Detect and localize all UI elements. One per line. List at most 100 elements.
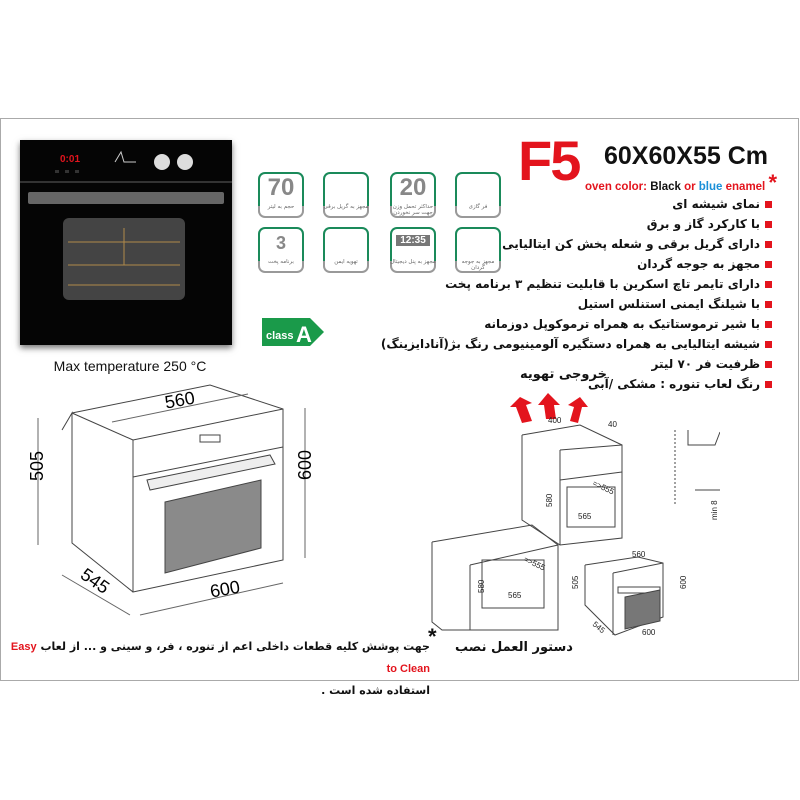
- feature-item: با شیلنگ ایمنی استنلس استیل: [381, 294, 772, 314]
- rotisserie-icon: مجهز به جوجه گردان: [455, 227, 501, 273]
- feature-text: با شیر ترموستاتیک به همراه ترموکوپل دوزم…: [484, 317, 760, 331]
- icon-value: 70: [267, 174, 295, 201]
- color-or: or: [684, 181, 696, 193]
- programs-3-icon: 3 برنامه پخت: [258, 227, 304, 273]
- vent-label: خروجی تهویه: [520, 367, 607, 382]
- knob: [154, 154, 170, 170]
- installation-title: دستور العمل نصب: [455, 640, 573, 655]
- easy-to-clean: Easy to Clean: [10, 641, 430, 675]
- icon-value: 20: [399, 174, 427, 201]
- dim-column-width: 565: [578, 512, 592, 521]
- oven-photo: 0:01: [20, 140, 232, 345]
- color-blue: blue: [698, 181, 723, 193]
- dim-vent-gap: 40: [608, 420, 617, 429]
- icon-label: مجهز به پنل دیجیتال: [390, 259, 436, 265]
- feature-item: دارای گریل برقی و شعله پخش کن ایتالیایی: [381, 234, 772, 254]
- dim-min-gap: min 8: [710, 500, 719, 520]
- dim-oven-top: 560: [632, 550, 646, 559]
- dim-oven-width: 600: [642, 628, 656, 637]
- energy-class-word: class: [266, 330, 294, 342]
- feature-text: نمای شیشه ای: [672, 197, 760, 211]
- installation-drawing: 400 40 580 =>555 565 580 =>555 565 560 5…: [431, 393, 720, 637]
- color-enamel: enamel: [725, 181, 766, 193]
- icon-label: مجهز به جوجه گردان: [461, 259, 495, 271]
- dim-under-height: 580: [477, 579, 486, 593]
- feature-text: دارای تایمر تاچ اسکرین با قابلیت تنظیم ۳…: [445, 277, 760, 291]
- max-temperature: Max temperature 250 °C: [53, 358, 207, 374]
- product-dimensions: 60X60X55 Cm: [604, 142, 769, 170]
- dim-vent-width: 400: [548, 416, 562, 425]
- feature-item: دارای تایمر تاچ اسکرین با قابلیت تنظیم ۳…: [381, 274, 772, 294]
- dim-width-top: 560: [163, 388, 196, 413]
- knob: [177, 154, 193, 170]
- oven-display: 0:01: [60, 154, 80, 165]
- feature-text: رنگ لعاب تنوره : مشکی /آبی: [587, 377, 760, 391]
- feature-text: دارای گریل برقی و شعله پخش کن ایتالیایی: [502, 237, 760, 251]
- feature-text: با کارکرد گاز و برق: [646, 217, 760, 231]
- bullet-icon: [765, 261, 772, 268]
- feature-item: مجهز به جوجه گردان: [381, 254, 772, 274]
- feature-text: با شیلنگ ایمنی استنلس استیل: [577, 297, 760, 311]
- note-text-2: استفاده شده است .: [321, 684, 430, 697]
- note-text-1: جهت پوشش کلیه قطعات داخلی اعم از تنوره ،…: [40, 640, 430, 653]
- dim-oven-front: 600: [679, 575, 688, 589]
- weight-tray-icon: 20 حداکثر تحمل وزن جهت سر نخوردن: [390, 172, 436, 218]
- vent-arrows-icon: [510, 393, 588, 423]
- feature-text: شیشه ایتالیایی به همراه دستگیره آلومینیو…: [380, 337, 760, 351]
- digital-panel-icon: 12:35 مجهز به پنل دیجیتال: [390, 227, 436, 273]
- electric-grill-icon: مجهز به گریل برقی: [323, 172, 369, 218]
- dim-height-front: 600: [295, 450, 315, 480]
- oven-color: oven color: Black or blue enamel *: [585, 170, 777, 196]
- dim-width-front: 600: [208, 577, 241, 602]
- brand-logo: [114, 150, 136, 163]
- coating-note: جهت پوشش کلیه قطعات داخلی اعم از تنوره ،…: [10, 636, 430, 701]
- bullet-icon: [765, 361, 772, 368]
- dim-depth: 545: [77, 564, 113, 598]
- icon-value: 3: [275, 233, 286, 253]
- icon-label: برنامه پخت: [268, 259, 294, 265]
- dim-under-width: 565: [508, 591, 522, 600]
- energy-class-letter: A: [296, 322, 312, 346]
- icon-value: 12:35: [396, 235, 430, 246]
- note-asterisk: *: [428, 624, 437, 649]
- capacity-70-icon: 70 حجم به لیتر: [258, 172, 304, 218]
- safe-ventilation-icon: تهویه ایمن: [323, 227, 369, 273]
- dim-height-body: 505: [27, 451, 47, 481]
- icon-label: مجهز به گریل برقی: [323, 204, 369, 210]
- feature-text: مجهز به جوجه گردان: [637, 257, 760, 271]
- dim-column-height: 580: [545, 493, 554, 507]
- bullet-icon: [765, 301, 772, 308]
- bullet-icon: [765, 201, 772, 208]
- bullet-icon: [765, 381, 772, 388]
- feature-list: نمای شیشه ای با کارکرد گاز و برق دارای گری…: [381, 194, 772, 394]
- feature-item: با شیر ترموستاتیک به همراه ترموکوپل دوزم…: [381, 314, 772, 334]
- oven-handle: [28, 192, 224, 204]
- icon-label: حداکثر تحمل وزن جهت سر نخوردن: [392, 204, 434, 216]
- dimension-drawing: 560 505 600 545 600: [27, 384, 315, 616]
- color-black: Black: [650, 181, 681, 193]
- energy-class-badge: class A: [262, 318, 324, 347]
- model-name: F5: [518, 129, 581, 192]
- icon-label: حجم به لیتر: [267, 204, 295, 210]
- dim-under-depth: =>555: [522, 555, 547, 573]
- bullet-icon: [765, 221, 772, 228]
- bullet-icon: [765, 321, 772, 328]
- gas-flame-icon: فر گازی: [455, 172, 501, 218]
- dim-oven-depth: 545: [591, 620, 607, 636]
- feature-item: نمای شیشه ای: [381, 194, 772, 214]
- bullet-icon: [765, 241, 772, 248]
- icon-label: فر گازی: [468, 204, 488, 210]
- dim-oven-body: 505: [571, 575, 580, 589]
- bullet-icon: [765, 341, 772, 348]
- feature-item: با کارکرد گاز و برق: [381, 214, 772, 234]
- feature-item: شیشه ایتالیایی به همراه دستگیره آلومینیو…: [381, 334, 772, 354]
- spec-sheet-frame: [0, 118, 799, 681]
- asterisk: *: [768, 170, 778, 195]
- feature-text: ظرفیت فر ۷۰ لیتر: [651, 357, 760, 371]
- feature-item: رنگ لعاب تنوره : مشکی /آبی: [381, 374, 772, 394]
- color-label: oven color:: [585, 181, 647, 193]
- feature-item: ظرفیت فر ۷۰ لیتر: [381, 354, 772, 374]
- dim-column-depth: =>555: [591, 479, 616, 497]
- bullet-icon: [765, 281, 772, 288]
- icon-label: تهویه ایمن: [334, 259, 358, 265]
